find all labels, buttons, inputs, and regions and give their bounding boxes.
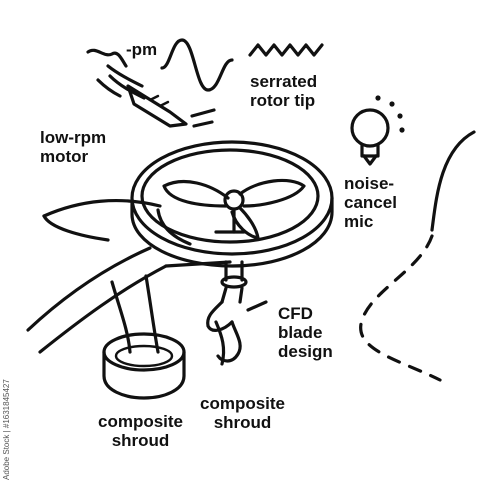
- serrated-rotor-tip-label: serrated rotor tip: [250, 72, 317, 110]
- composite-text-right: composite: [200, 394, 286, 413]
- shroud-text-left: shroud: [111, 431, 170, 450]
- pm-label: -pm: [126, 40, 157, 59]
- cancel-text: cancel: [344, 193, 397, 212]
- noise-text: noise-: [344, 174, 395, 193]
- dashed-curve-icon: [359, 234, 442, 382]
- serrated-text: serrated: [250, 72, 318, 91]
- cfd-blade-design-label: CFD blade design: [278, 304, 333, 361]
- motor-text: motor: [40, 147, 89, 166]
- hand-pen-icon: [86, 48, 216, 128]
- serration-zigzag-icon: [248, 43, 324, 57]
- composite-shroud-left-label: composite shroud: [98, 412, 183, 450]
- design-text: design: [278, 342, 333, 361]
- shroud-text-right: shroud: [213, 413, 272, 432]
- rotor-tip-text: rotor tip: [250, 91, 316, 110]
- rotor-shroud: [130, 140, 334, 268]
- stock-id-watermark: Adobe Stock | #1631845427: [2, 379, 11, 480]
- composite-shroud-drum: [102, 274, 186, 400]
- blade-text: blade: [278, 323, 323, 342]
- low-rpm-motor-label: low-rpm motor: [40, 128, 106, 166]
- composite-shroud-right-label: composite shroud: [200, 394, 285, 432]
- composite-text-left: composite: [98, 412, 184, 431]
- cfd-blade-part: [206, 260, 268, 366]
- mic-text: mic: [344, 212, 374, 231]
- sine-wave-icon: [160, 38, 234, 92]
- cfd-text: CFD: [278, 304, 313, 323]
- propeller-icon: [162, 178, 306, 240]
- low-rpm-text: low-rpm: [40, 128, 107, 147]
- drone-arm: [26, 198, 232, 354]
- noise-cancel-mic-label: noise- cancel mic: [344, 174, 397, 231]
- pm-text: -pm: [126, 40, 158, 59]
- solid-curve: [430, 130, 476, 232]
- lightbulb-mic-icon: [350, 95, 405, 166]
